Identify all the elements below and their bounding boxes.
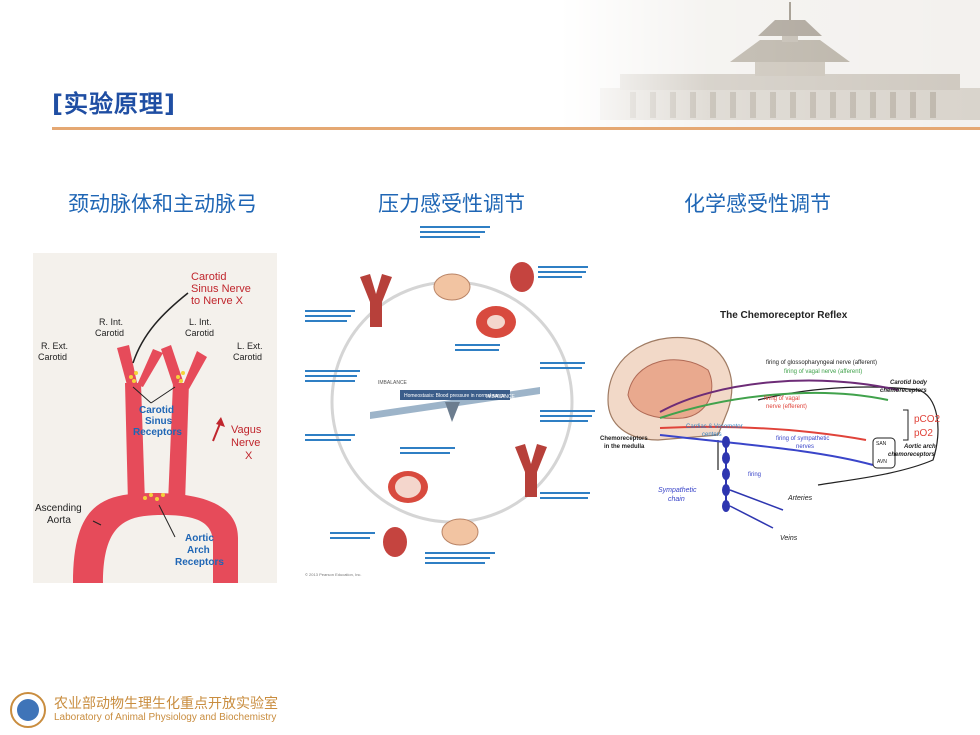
label-arteries: Arteries [787,495,813,502]
label-firing: firing [748,472,761,478]
heading-chemoreflex: 化学感受性调节 [684,192,831,216]
vagal-efferent-nerve [659,425,867,441]
lab-logo-icon [10,692,46,728]
aortic-arch-shape [73,493,238,583]
header-building-image [560,0,980,128]
homeostasis-banner [400,390,510,400]
imbalance-label-lower: IMBALANCE [486,394,516,400]
baroreflex-diagram: Homeostasis: Blood pressure in normal ra… [300,222,605,582]
label-l-int-carotid: L. Int.Carotid [185,317,214,338]
label-l-ext-carotid: L. Ext.Carotid [233,341,263,362]
chemoreflex-title: The Chemoreceptor Reflex [720,310,848,321]
label-r-ext-carotid: R. Ext.Carotid [38,341,68,362]
label-po2: pO2 [914,428,933,439]
glossopharyngeal-nerve [659,379,899,413]
heading-carotid-aortic: 颈动脉体和主动脉弓 [68,192,257,216]
label-r-int-carotid: R. Int.Carotid [95,317,124,338]
right-carotid-shape [125,383,145,503]
sympathetic-nerve [659,434,874,466]
footer: 农业部动物生理生化重点开放实验室 Laboratory of Animal Ph… [10,690,278,730]
footer-lab-name-en: Laboratory of Animal Physiology and Bioc… [54,712,277,724]
heading-baroreflex: 压力感受性调节 [378,192,525,216]
pearson-copyright: © 2013 Pearson Education, Inc. [305,572,362,577]
label-san: SAN [876,441,887,447]
homeostasis-label: Homeostasis: Blood pressure in normal ra… [404,393,506,399]
label-avn: AVN [877,459,887,465]
label-veins: Veins [780,535,798,542]
footer-lab-name-cn: 农业部动物生理生化重点开放实验室 [54,695,278,712]
chemoreflex-diagram: The Chemoreceptor Reflex firing of gloss… [598,300,966,552]
vagal-afferent-nerve [659,391,889,419]
label-glossopharyngeal: firing of glossopharyngeal nerve (affere… [766,360,877,366]
label-pco2: pCO2 [914,414,941,425]
slide-title: [实验原理] [52,90,176,118]
imbalance-label-upper: IMBALANCE [378,380,408,386]
left-carotid-shape [168,383,189,503]
label-vagal-afferent: firing of vagal nerve (afferent) [784,369,862,375]
header-divider [52,127,980,130]
